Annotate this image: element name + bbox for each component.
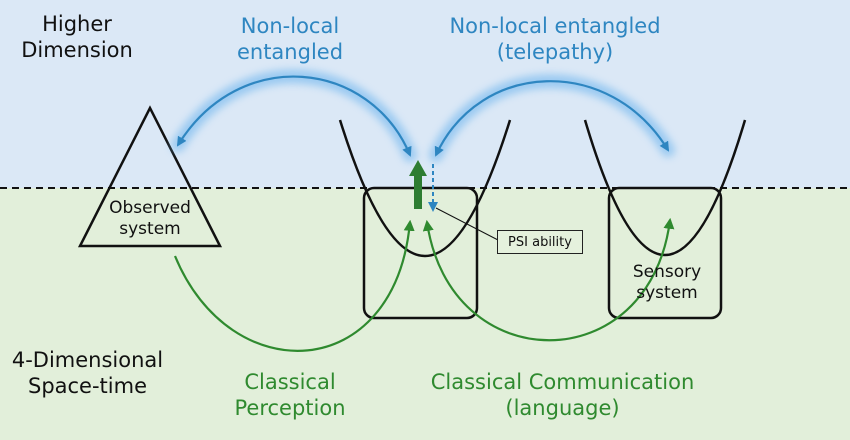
sensory-line2: system xyxy=(636,282,698,303)
nonlocal-entangled-label: Non-local entangled xyxy=(205,14,375,65)
classical-perception-arrow xyxy=(173,219,415,352)
mind-parabola-center xyxy=(338,119,512,257)
classical-perception-label: Classical Perception xyxy=(215,370,365,421)
spacetime-label: 4-Dimensional Space-time xyxy=(5,348,170,399)
mind-parabola-right xyxy=(583,119,747,256)
spacetime-line2: Space-time xyxy=(27,373,148,398)
higher-dimension-region xyxy=(0,0,850,188)
nonlocal-arrow-left xyxy=(176,75,412,157)
observed-system-label: Observed system xyxy=(90,198,210,239)
sensory-system-label: Sensory system xyxy=(612,262,722,303)
nonlocal-right-line1: Non-local entangled xyxy=(449,14,661,38)
observed-system-triangle xyxy=(77,105,223,248)
higher-dimension-line2: Dimension xyxy=(21,37,133,62)
observed-line2: system xyxy=(119,218,181,239)
classical-communication-arrow xyxy=(422,217,675,342)
nonlocal-arrow-right xyxy=(434,80,670,157)
classical-perception-line1: Classical xyxy=(244,370,336,394)
psi-ability-label: PSI ability xyxy=(497,230,583,254)
sensory-system-box xyxy=(607,186,723,320)
psi-arrow-shaft xyxy=(414,175,422,209)
sensory-line1: Sensory xyxy=(632,262,702,282)
spacetime-line1: 4-Dimensional xyxy=(11,348,164,372)
higher-dimension-label: Higher Dimension xyxy=(12,12,142,63)
classical-comm-line2: (language) xyxy=(505,395,620,420)
observed-line1: Observed xyxy=(109,198,191,218)
nonlocal-left-line1: Non-local xyxy=(240,14,340,38)
nonlocal-left-line2: entangled xyxy=(236,39,344,64)
classical-comm-line1: Classical Communication xyxy=(430,370,695,394)
nonlocal-right-line2: (telepathy) xyxy=(496,39,614,64)
psi-arrowhead xyxy=(409,160,427,176)
psi-callout-line xyxy=(435,207,499,241)
telepathy-label: Non-local entangled (telepathy) xyxy=(405,14,705,65)
classical-communication-label: Classical Communication (language) xyxy=(405,370,720,421)
higher-dimension-line1: Higher xyxy=(42,12,112,36)
classical-perception-line2: Perception xyxy=(234,395,346,420)
